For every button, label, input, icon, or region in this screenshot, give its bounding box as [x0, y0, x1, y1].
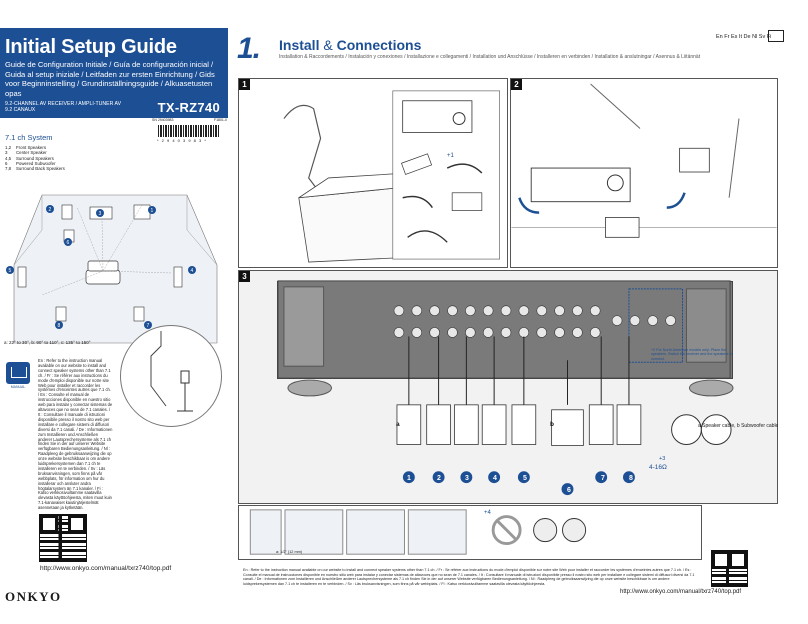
blue-note: +2 For North American models only: Place…: [651, 348, 733, 361]
speaker-stand-illustration: [120, 325, 222, 427]
barcode-codes: SN 29403983 F1801-0: [152, 118, 227, 122]
step-title-amp: &: [319, 37, 337, 53]
mark-a: a: [396, 421, 400, 428]
speaker-number: 6: [567, 487, 571, 494]
system-item-num: 7,8: [5, 166, 12, 172]
svg-text:8: 8: [58, 323, 61, 329]
manual-book-icon: [6, 362, 30, 384]
step-number: 1.: [237, 32, 261, 65]
unboxing-svg: [283, 90, 500, 263]
svg-text:5: 5: [9, 268, 12, 274]
bottom-note: En : Refer to the instruction manual ava…: [243, 568, 695, 586]
speaker-number: 5: [523, 475, 527, 482]
page-fold-icon: [768, 30, 784, 42]
mark-plus4: +4: [484, 510, 491, 516]
step-title-connections: Connections: [336, 37, 422, 53]
language-list: En Fr Es It De Nl Sv Fi: [716, 34, 772, 40]
system-item-label: Center Speaker: [16, 150, 47, 156]
speaker-number: 3: [465, 475, 469, 482]
speaker-number: 8: [629, 475, 633, 482]
panel-2-placement: 2: [510, 78, 778, 268]
system-item-num: 3: [5, 150, 8, 156]
system-item-num: 6: [5, 160, 8, 166]
svg-text:7: 7: [147, 323, 150, 329]
svg-text:3: 3: [99, 211, 102, 217]
system-item-label: Powered Subwoofer: [16, 160, 56, 166]
qr-code-2: [711, 550, 748, 587]
onkyo-logo: ONKYO: [5, 589, 62, 604]
speaker-number: 2: [437, 475, 441, 482]
room-diagram: 2 3 1 6 5 4 8 7: [2, 175, 230, 345]
system-item: 1,2 Front Speakers: [5, 145, 65, 150]
svg-text:1: 1: [151, 208, 154, 214]
panel-3-connections: 3: [238, 270, 778, 504]
product-type: 9.2-CHANNEL AV RECEIVER / AMPLI-TUNER AV…: [5, 101, 122, 114]
mark-plus1: +1: [447, 153, 454, 159]
guide-title: Initial Setup Guide: [5, 36, 177, 58]
system-item: 3 Center Speaker: [5, 150, 65, 155]
svg-text:2: 2: [49, 207, 52, 213]
code-left: SN 29403983: [152, 118, 174, 122]
panel-number: 1: [239, 79, 250, 90]
connections-svg: [277, 280, 734, 496]
manual-url[interactable]: http://www.onkyo.com/manual/txrz740/top.…: [40, 565, 172, 572]
system-item: 6 Powered Subwoofer: [5, 161, 65, 166]
speaker-number: 7: [601, 475, 605, 482]
title-band: Initial Setup Guide Guide de Configurati…: [0, 28, 228, 118]
panel-number: 2: [511, 79, 522, 90]
stand-svg: [150, 331, 193, 412]
step-title-install: Install: [279, 37, 320, 53]
svg-text:6: 6: [67, 240, 70, 246]
system-item: 7,8 Surround Back Speakers: [5, 166, 65, 171]
panel-cable-stripping: [238, 505, 702, 560]
panel-number: 3: [239, 271, 250, 282]
strip-length-note: a: 1/2" (12 mm): [276, 550, 303, 554]
svg-text:4: 4: [191, 268, 194, 274]
manual-label: MANUAL: [10, 385, 26, 389]
system-item-num: 4,5: [5, 155, 12, 161]
guide-subtitle: Guide de Configuration Initiale / Guía d…: [5, 60, 215, 98]
code-right: F1801-0: [213, 118, 227, 122]
step-subtitle: Installation & Raccordements / Instalaci…: [279, 54, 701, 60]
mark-plus3: +3: [659, 456, 666, 462]
panel-1-unboxing: 1: [238, 78, 508, 268]
step-title: Install & Connections: [279, 37, 421, 53]
barcode: [158, 125, 220, 137]
system-list: 7.1 ch System 1,2 Front Speakers 3 Center S…: [5, 133, 65, 171]
stripping-svg: [249, 509, 587, 555]
system-item-label: Surround Back Speakers: [16, 166, 65, 172]
system-item-label: Front Speakers: [16, 145, 47, 150]
manual-url-2[interactable]: http://www.onkyo.com/manual/txrz740/top.…: [620, 589, 742, 595]
system-item-label: Surround Speakers: [16, 155, 54, 161]
system-item: 4,5 Surround Speakers: [5, 156, 65, 161]
room-svg: 2 3 1 6 5 4 8 7: [6, 194, 218, 344]
impedance-label: 4-16Ω: [649, 464, 667, 471]
barcode-number: * 2 9 4 0 3 9 8 3 *: [157, 138, 207, 143]
system-item-num: 1,2: [5, 145, 12, 150]
cable-note: a Speaker cable, b Subwoofer cable: [698, 423, 779, 429]
qr-code: [39, 514, 87, 562]
speaker-number: 4: [493, 475, 497, 482]
placement-svg: [511, 83, 777, 238]
system-heading: 7.1 ch System: [5, 133, 53, 142]
mark-b: b: [550, 421, 554, 428]
angle-note: a: 22° to 30°, b: 90° to 110°, c: 135° t…: [4, 340, 91, 345]
model-name: TX-RZ740: [157, 100, 220, 115]
manual-note: En : Refer to the instruction manual ava…: [38, 358, 113, 511]
speaker-number: 1: [407, 475, 411, 482]
